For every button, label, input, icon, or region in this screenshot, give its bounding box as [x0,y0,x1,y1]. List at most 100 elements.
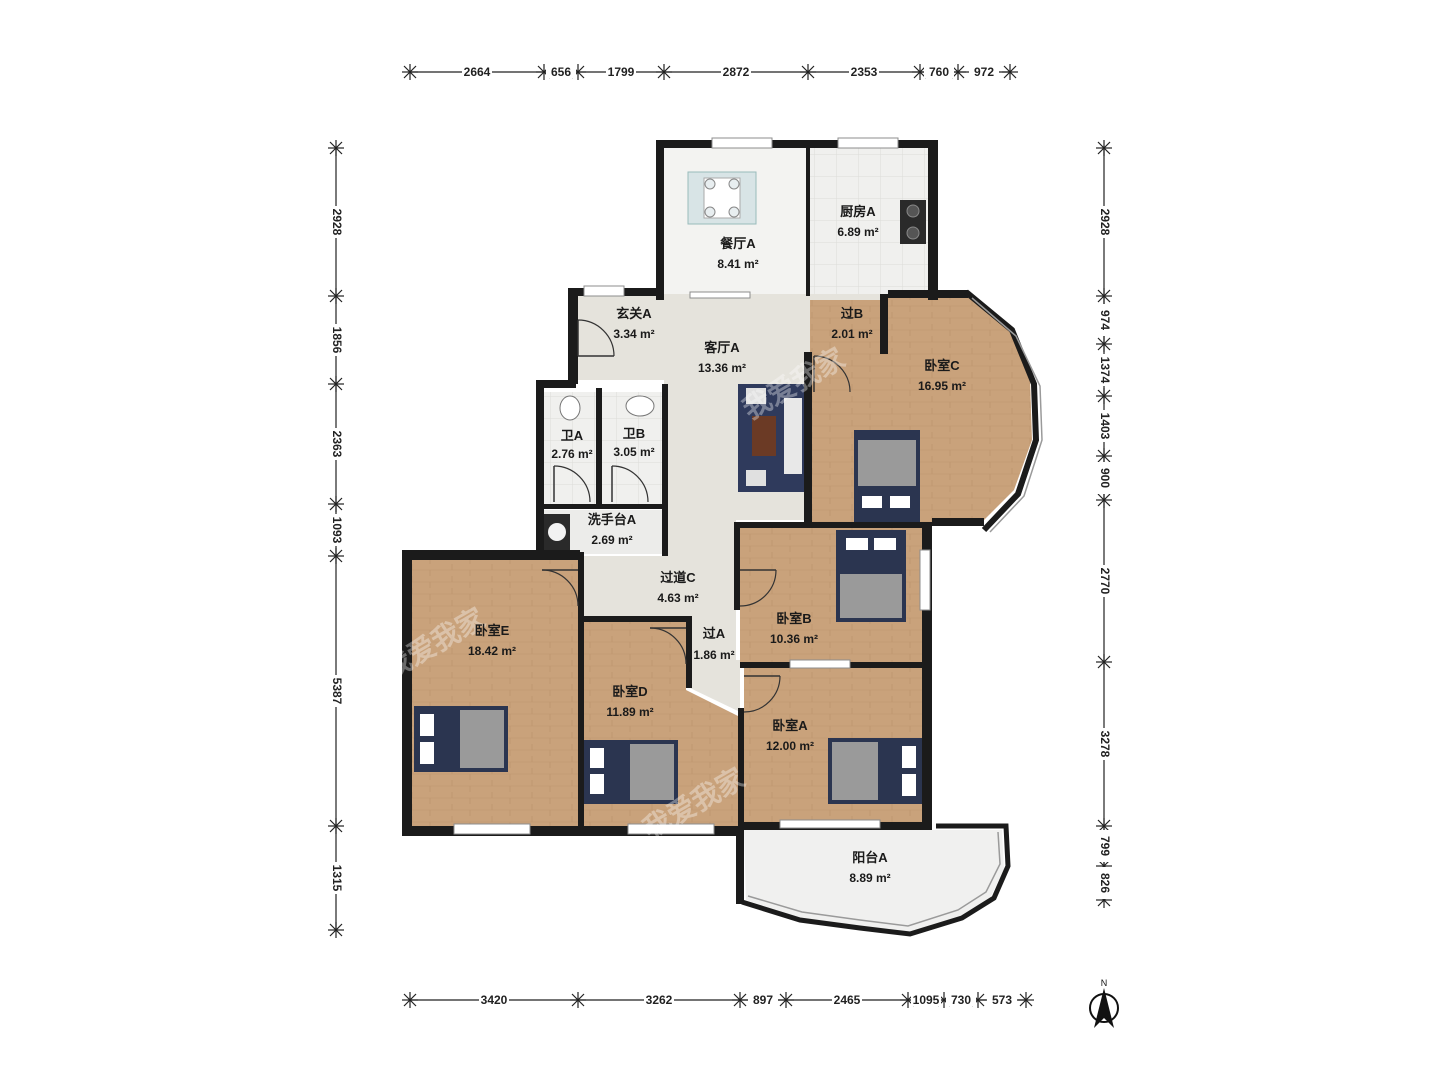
room-name-dining: 餐厅A [719,236,756,251]
dimension-label: 1403 [1098,413,1112,440]
dimension-label: 2353 [851,65,878,79]
dimension-label: 2928 [1098,209,1112,236]
dimension-label: 3278 [1098,731,1112,758]
dimension-label: 1856 [330,327,344,354]
room-area-kitchen: 6.89 m² [837,225,878,239]
dimension-label: 656 [551,65,571,79]
living-floor [576,294,888,712]
basin-icon [625,395,655,417]
dimension-tick [778,992,794,1008]
dimension-label: 897 [753,993,773,1007]
dimension-tick [1018,992,1034,1008]
room-name-corridorC: 过道C [660,570,696,585]
room-name-washA: 洗手台A [588,512,637,527]
dimension-label: 2770 [1098,568,1112,595]
room-name-passB: 过B [841,306,863,321]
dimension-label: 1374 [1098,357,1112,384]
room-name-passA: 过A [703,626,726,641]
dimension-label: 826 [1098,873,1112,893]
room-name-balcony: 阳台A [852,850,888,865]
dimension-tick [1096,448,1112,464]
room-area-bathA: 2.76 m² [551,447,592,461]
room-name-living: 客厅A [704,340,740,355]
room-area-bedC: 16.95 m² [918,379,966,393]
room-name-entry: 玄关A [616,306,652,321]
bed-icon-bedB [836,530,906,622]
dimension-tick [328,376,344,392]
room-area-entry: 3.34 m² [613,327,654,341]
room-name-kitchen: 厨房A [840,204,876,219]
room-name-bedA: 卧室A [772,718,808,733]
dimension-label: 2465 [834,993,861,1007]
dimension-tick [800,64,816,80]
dimension-label: 900 [1098,468,1112,488]
room-labels: 餐厅A 8.41 m² 厨房A 6.89 m² 玄关A 3.34 m² 客厅A … [468,204,966,885]
room-area-bedB: 10.36 m² [770,632,818,646]
dimension-tick [1002,64,1018,80]
dimension-tick [1096,336,1112,352]
room-name-bathA: 卫A [561,428,584,443]
dimension-label: 799 [1098,836,1112,856]
dimension-label: 972 [974,65,994,79]
room-area-corridorC: 4.63 m² [657,591,698,605]
room-area-bedE: 18.42 m² [468,644,516,658]
dimension-tick [328,818,344,834]
dimension-label: 5387 [330,678,344,705]
dimension-label: 573 [992,993,1012,1007]
dimension-tick [328,496,344,512]
compass-icon: N [1089,978,1119,1028]
balcony-floor [744,830,1004,932]
compass-label: N [1101,978,1108,988]
bed-icon-bedC [854,430,920,522]
dimension-label: 760 [929,65,949,79]
dimension-label: 1799 [608,65,635,79]
room-name-bedB: 卧室B [776,611,811,626]
room-area-bedD: 11.89 m² [606,705,653,719]
bedE-floor [412,560,578,826]
room-area-dining: 8.41 m² [717,257,758,271]
dimension-tick [1096,288,1112,304]
dimension-label: 2664 [464,65,491,79]
room-area-living: 13.36 m² [698,361,746,375]
dimension-tick [656,64,672,80]
dimension-label: 2928 [330,209,344,236]
dining-table-icon [687,171,757,225]
stove-icon [900,200,926,244]
room-area-passB: 2.01 m² [831,327,872,341]
dimension-label: 1095 [913,993,940,1007]
dimension-label: 730 [951,993,971,1007]
room-area-balcony: 8.89 m² [849,871,890,885]
wash-basin-icon [544,514,570,550]
dimension-label: 1315 [330,865,344,892]
dimension-tick [328,288,344,304]
dimension-label: 3420 [481,993,508,1007]
dimension-tick [328,548,344,564]
dimension-tick [570,992,586,1008]
dimension-tick [328,922,344,938]
room-name-bedE: 卧室E [475,623,510,638]
dimension-label: 1093 [330,517,344,544]
windows [453,137,931,835]
bed-icon-bedD [584,740,678,804]
doors [541,319,851,713]
room-area-passA: 1.86 m² [693,648,734,662]
dimension-tick [732,992,748,1008]
dimension-label: 2872 [723,65,750,79]
room-name-bathB: 卫B [623,426,645,441]
dimension-tick [1096,140,1112,156]
dimension-label: 2363 [330,431,344,458]
walls [402,140,984,904]
dimension-tick [402,992,418,1008]
balcony-outline [741,823,1011,937]
sofa-set-icon [738,384,804,492]
bed-icon-bedA [828,738,922,804]
toilet-icon [559,395,581,421]
floors [412,148,1032,932]
dimension-tick [1096,654,1112,670]
room-name-bedD: 卧室D [612,684,647,699]
room-area-bathB: 3.05 m² [613,445,654,459]
dimension-label: 974 [1098,310,1112,330]
dimension-tick [402,64,418,80]
